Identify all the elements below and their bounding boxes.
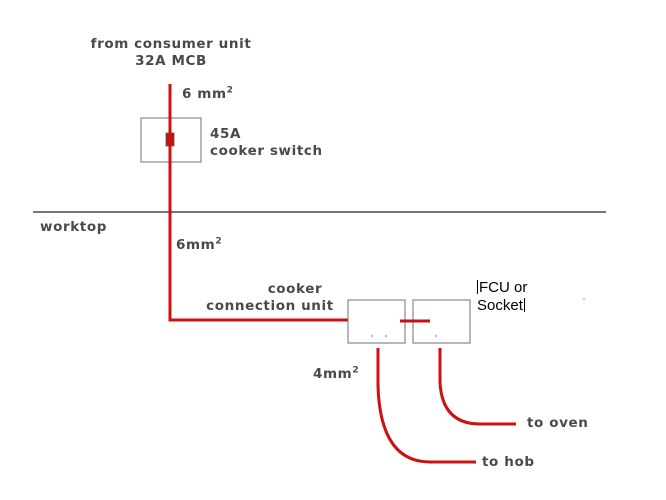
stray-dot <box>583 298 585 300</box>
ccu-terminal-mark <box>370 334 374 338</box>
cable-to-hob <box>376 348 476 464</box>
ccu-terminal-mark-2 <box>384 334 388 338</box>
cable-size-lower-exp: 2 <box>215 236 223 247</box>
cable-size-out-text: 4mm <box>313 366 353 382</box>
fcu-label-line1: FCU or <box>479 279 528 296</box>
fcu-label: FCU or Socket <box>477 279 527 315</box>
ccu-label-line1: cooker <box>267 281 323 297</box>
ccu-label: cooker connection unit <box>200 281 340 315</box>
cable-size-upper-exp: 2 <box>226 85 234 96</box>
cable-to-oven <box>438 348 516 426</box>
cooker-switch-indicator <box>165 132 175 147</box>
cable-size-out: 4mm2 <box>313 366 359 383</box>
source-label: from consumer unit 32A MCB <box>86 36 256 70</box>
cable-size-upper: 6 mm2 <box>182 86 234 103</box>
cable-size-lower-text: 6mm <box>176 237 216 253</box>
cable-switch-to-ccu <box>168 146 356 322</box>
worktop-label: worktop <box>40 219 107 235</box>
source-label-line1: from consumer unit <box>90 36 252 52</box>
switch-rating: 45A <box>210 126 242 142</box>
cooker-connection-unit-box <box>347 299 406 344</box>
to-oven-label: to oven <box>527 415 589 431</box>
fcu-terminal-mark <box>434 334 438 338</box>
text-cursor-mark-2 <box>523 298 525 312</box>
switch-name: cooker switch <box>210 143 323 159</box>
cable-size-upper-text: 6 mm <box>182 86 227 102</box>
fcu-label-line2: Socket <box>477 297 523 314</box>
ccu-label-line2: connection unit <box>206 298 334 314</box>
to-hob-label: to hob <box>482 454 535 470</box>
source-label-line2: 32A MCB <box>135 53 207 69</box>
cable-size-out-exp: 2 <box>352 365 360 376</box>
switch-label: 45A cooker switch <box>210 126 323 160</box>
cable-size-lower: 6mm2 <box>176 237 222 254</box>
text-cursor-mark <box>477 280 478 294</box>
